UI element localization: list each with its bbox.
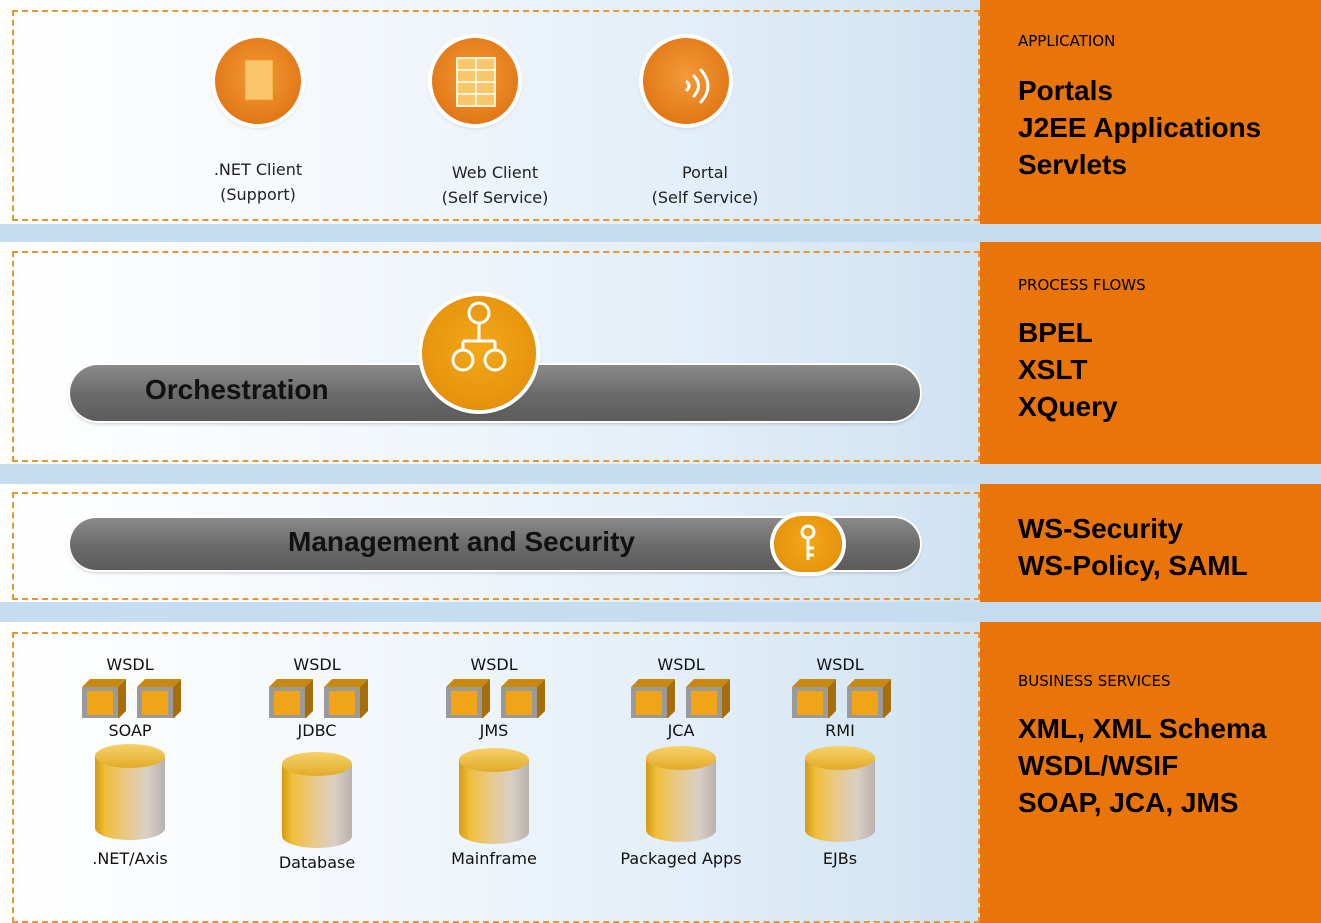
- protocol-label: JMS: [479, 721, 509, 740]
- process-panel: PROCESS FLOWS BPEL XSLT XQuery: [980, 242, 1321, 464]
- protocol-label: JDBC: [297, 721, 337, 740]
- grid-icon: [456, 57, 496, 107]
- cube-icon: [82, 679, 181, 718]
- security-panel: WS-Security WS-Policy, SAML: [980, 484, 1321, 602]
- security-icon[interactable]: [774, 516, 842, 572]
- security-item: WS-Security: [1018, 513, 1183, 544]
- service-name: Mainframe: [451, 849, 537, 868]
- service-column-4[interactable]: WSDL RMI EJBs: [775, 654, 905, 870]
- security-items: WS-Security WS-Policy, SAML: [1018, 510, 1248, 584]
- process-layer-border: [12, 251, 980, 462]
- application-item: Portals: [1018, 75, 1113, 106]
- database-icon: [805, 746, 875, 842]
- protocol-label: SOAP: [108, 721, 152, 740]
- cube-icon: [269, 679, 368, 718]
- process-item: XQuery: [1018, 391, 1118, 422]
- protocol-label: RMI: [825, 721, 855, 740]
- application-heading: APPLICATION: [1018, 32, 1116, 50]
- portal-icon[interactable]: [643, 38, 729, 124]
- wsdl-label: WSDL: [106, 655, 154, 674]
- orchestration-label: Orchestration: [145, 374, 329, 405]
- business-heading: BUSINESS SERVICES: [1018, 672, 1171, 690]
- application-items: Portals J2EE Applications Servlets: [1018, 72, 1261, 183]
- security-layer-border: [12, 492, 980, 600]
- application-item: J2EE Applications: [1018, 112, 1262, 143]
- process-items: BPEL XSLT XQuery: [1018, 314, 1118, 425]
- net-client-icon[interactable]: [215, 38, 301, 124]
- wsdl-label: WSDL: [816, 655, 864, 674]
- wsdl-label: WSDL: [470, 655, 518, 674]
- database-icon: [459, 748, 529, 844]
- service-column-3[interactable]: WSDL JCA Packaged Apps: [611, 654, 751, 870]
- database-icon: [95, 744, 165, 840]
- process-item: XSLT: [1018, 354, 1088, 385]
- portal-label: Portal (Self Service): [651, 163, 759, 207]
- application-layer-border: [12, 10, 980, 221]
- web-client-icon[interactable]: [432, 38, 518, 124]
- security-label: Management and Security: [288, 526, 635, 557]
- wsdl-label: WSDL: [657, 655, 705, 674]
- business-item: XML, XML Schema: [1018, 713, 1267, 744]
- business-items: XML, XML Schema WSDL/WSIF SOAP, JCA, JMS: [1018, 710, 1266, 821]
- cube-icon: [792, 679, 891, 718]
- cube-icon: [631, 679, 730, 718]
- business-item: SOAP, JCA, JMS: [1018, 787, 1239, 818]
- cube-icon: [446, 679, 545, 718]
- service-column-0[interactable]: WSDL SOAP .NET/Axis: [65, 654, 195, 870]
- process-item: BPEL: [1018, 317, 1093, 348]
- net-client-label: .NET Client (Support): [213, 160, 303, 204]
- database-icon: [646, 746, 716, 842]
- orchestration-icon[interactable]: [422, 296, 536, 410]
- service-column-1[interactable]: WSDL JDBC Database: [252, 654, 382, 874]
- application-item: Servlets: [1018, 149, 1127, 180]
- business-layer-border: [12, 632, 980, 923]
- service-name: Packaged Apps: [620, 849, 742, 868]
- service-column-2[interactable]: WSDL JMS Mainframe: [429, 654, 559, 870]
- process-heading: PROCESS FLOWS: [1018, 276, 1146, 294]
- hierarchy-icon: [451, 301, 507, 372]
- key-icon: [800, 524, 816, 560]
- document-icon: [245, 60, 273, 100]
- application-panel: APPLICATION Portals J2EE Applications Se…: [980, 0, 1321, 224]
- database-icon: [282, 752, 352, 848]
- wireless-icon: [685, 68, 710, 104]
- web-client-label: Web Client (Self Service): [441, 163, 549, 207]
- service-name: Database: [278, 853, 356, 872]
- wsdl-label: WSDL: [293, 655, 341, 674]
- business-item: WSDL/WSIF: [1018, 750, 1179, 781]
- security-item: WS-Policy, SAML: [1018, 550, 1248, 581]
- service-name: .NET/Axis: [92, 849, 168, 868]
- protocol-label: JCA: [667, 721, 695, 740]
- service-name: EJBs: [822, 849, 858, 868]
- business-panel: BUSINESS SERVICES XML, XML Schema WSDL/W…: [980, 622, 1321, 923]
